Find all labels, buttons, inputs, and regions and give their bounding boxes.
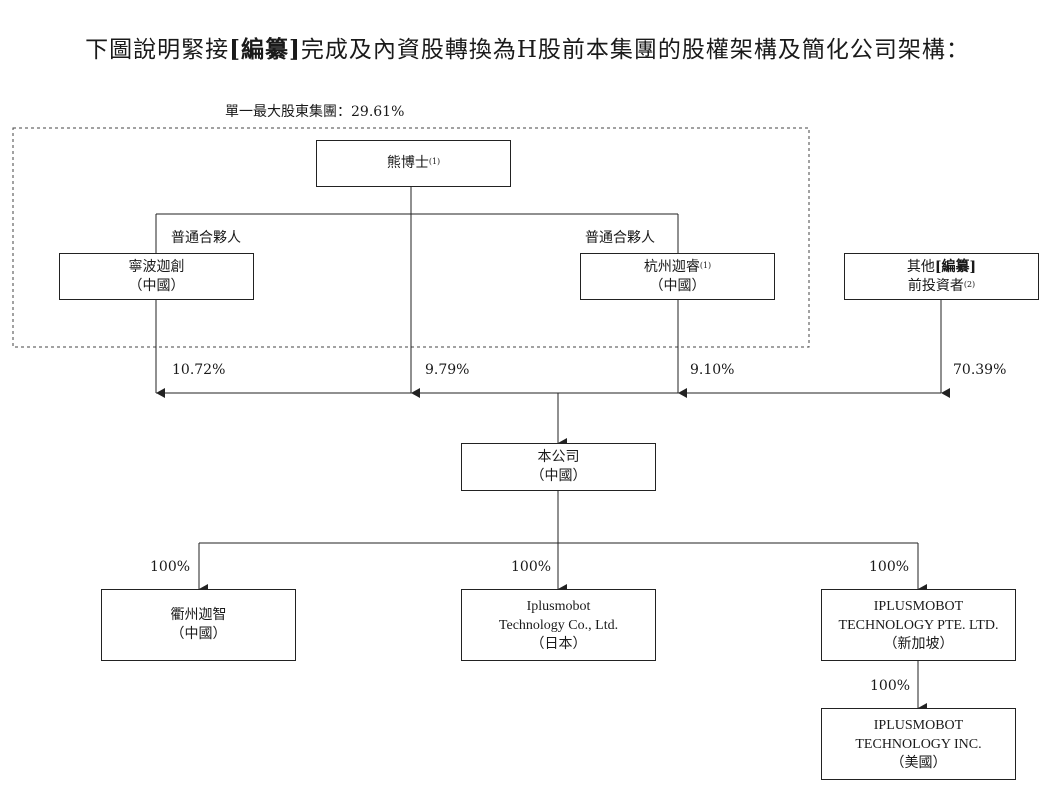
pct-singapore: 100%: [869, 559, 910, 575]
entity-ningbo: 寧波迦創 （中國）: [59, 253, 254, 300]
pct-usa: 100%: [870, 678, 911, 694]
pct-dr-xiong: 9.79%: [425, 362, 470, 378]
pct-ningbo: 10.72%: [172, 362, 226, 378]
pct-hangzhou: 9.10%: [690, 362, 735, 378]
entity-name-line2: TECHNOLOGY PTE. LTD.: [838, 617, 999, 633]
entity-singapore: IPLUSMOBOT TECHNOLOGY PTE. LTD. （新加坡）: [821, 589, 1016, 661]
entity-name-line1: IPLUSMOBOT: [873, 717, 964, 733]
entity-quzhou: 衢州迦智 （中國）: [101, 589, 296, 661]
footnote-ref: (1): [428, 157, 441, 166]
footnote-ref: (1): [699, 260, 712, 270]
entity-name: 本公司: [537, 449, 580, 465]
pct-others: 70.39%: [953, 362, 1007, 378]
entity-jurisdiction: （美國）: [890, 754, 947, 771]
entity-jurisdiction: （新加坡）: [883, 635, 954, 652]
entity-dr-xiong: 熊博士(1): [316, 140, 511, 187]
pct-japan: 100%: [511, 559, 552, 575]
entity-name-line2: Technology Co., Ltd.: [498, 617, 619, 633]
group-label: 單一最大股東集團：29.61%: [225, 104, 405, 120]
entity-jurisdiction: （中國）: [128, 277, 185, 294]
entity-name: 熊博士: [386, 155, 429, 171]
entity-other-investors: 其他[編纂] 前投資者(2): [844, 253, 1039, 300]
gp-label-right: 普通合夥人: [585, 230, 655, 246]
entity-name-line1: IPLUSMOBOT: [873, 598, 964, 614]
footnote-ref: (2): [963, 279, 976, 289]
entity-japan: Iplusmobot Technology Co., Ltd. （日本）: [461, 589, 656, 661]
entity-name: 寧波迦創: [128, 258, 185, 275]
pct-quzhou: 100%: [150, 559, 191, 575]
entity-jurisdiction: （中國）: [530, 468, 587, 484]
entity-jurisdiction: （日本）: [530, 635, 587, 652]
entity-name: 衢州迦智: [170, 607, 227, 623]
page-title: 下圖說明緊接[編纂]完成及內資股轉換為H股前本集團的股權架構及簡化公司架構：: [85, 36, 970, 63]
entity-company: 本公司 （中國）: [461, 443, 656, 491]
entity-name-line2: TECHNOLOGY INC.: [855, 736, 982, 752]
entity-name: 杭州迦睿: [643, 258, 700, 275]
entity-hangzhou: 杭州迦睿(1) （中國）: [580, 253, 775, 300]
entity-jurisdiction: （中國）: [649, 277, 706, 294]
entity-jurisdiction: （中國）: [170, 626, 227, 642]
gp-label-left: 普通合夥人: [171, 230, 241, 246]
entity-usa: IPLUSMOBOT TECHNOLOGY INC. （美國）: [821, 708, 1016, 780]
entity-name-line1: Iplusmobot: [526, 598, 591, 614]
